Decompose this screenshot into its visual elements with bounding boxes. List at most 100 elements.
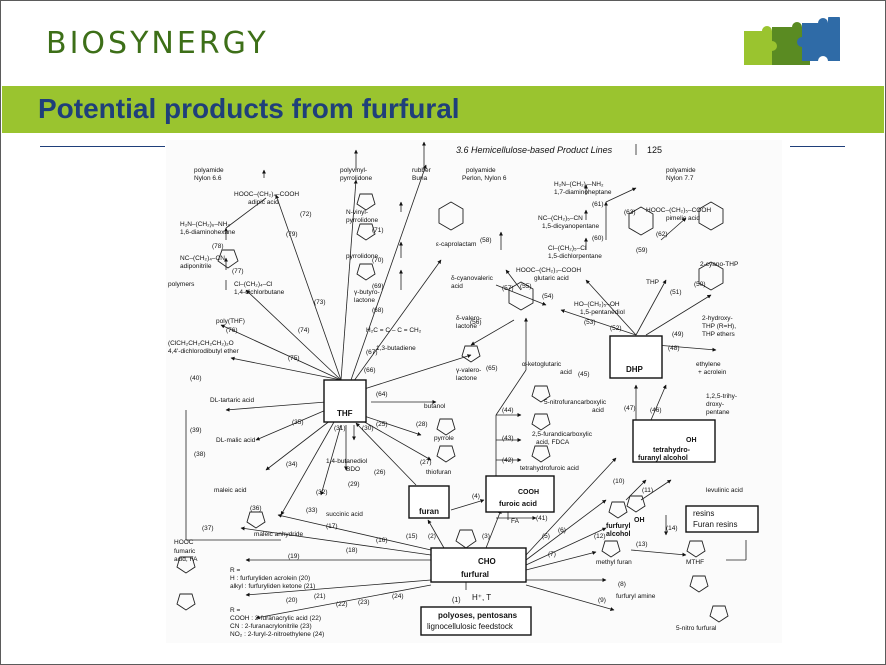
svg-text:(55): (55) [520,283,532,290]
svg-text:acid, FDCA: acid, FDCA [536,439,570,446]
dhp-label: DHP [626,365,644,374]
svg-text:adiponitrile: adiponitrile [180,263,212,270]
svg-text:lactone: lactone [456,375,477,382]
svg-text:CN : 2-furanacrylonitrile (23): CN : 2-furanacrylonitrile (23) [230,623,312,630]
furoic-acid-box [485,475,555,513]
svg-text:levulinic acid: levulinic acid [706,487,743,494]
svg-text:H₂N–(CH₂)₇–NH₂: H₂N–(CH₂)₇–NH₂ [554,181,604,188]
svg-text:pyrrolidone: pyrrolidone [346,253,379,260]
svg-text:δ-valero-: δ-valero- [456,315,482,322]
svg-text:alkyl : furfuryliden ketone (2: alkyl : furfuryliden ketone (21) [230,583,315,590]
feedstock-box [420,606,532,636]
svg-text:HOOC–(CH₂)₃–COOH: HOOC–(CH₂)₃–COOH [516,267,581,274]
resins-box [685,505,759,533]
svg-text:pimelic acid: pimelic acid [666,215,700,222]
thf-label: THF [337,409,353,418]
svg-text:(34): (34) [286,461,298,468]
svg-text:R =: R = [230,607,241,614]
svg-text:(79): (79) [286,231,298,238]
furan-label: furan [419,507,439,516]
svg-text:1,2,5-trihy-: 1,2,5-trihy- [706,393,737,400]
reaction-arrows [185,141,747,620]
svg-text:lactone: lactone [354,297,375,304]
svg-text:acid: acid [560,369,572,376]
svg-text:(9): (9) [598,597,606,604]
svg-text:(17): (17) [326,523,338,530]
svg-text:(23): (23) [358,599,370,606]
svg-text:NC–(CH₂)₅–CN: NC–(CH₂)₅–CN [538,215,583,222]
svg-text:(64): (64) [376,391,388,398]
svg-text:(28): (28) [416,421,428,428]
svg-text:(24): (24) [392,593,404,600]
furfural-label: furfural [461,570,489,579]
svg-text:(43): (43) [502,435,514,442]
slide-title: Potential products from furfural [38,93,460,124]
svg-text:acid: acid [451,283,463,290]
svg-text:maleic acid: maleic acid [214,487,247,494]
furfural-box [430,547,527,583]
svg-text:(54): (54) [542,293,554,300]
svg-text:(20): (20) [286,597,298,604]
svg-text:R =: R = [230,567,241,574]
svg-text:H₂C = C – C = CH₂: H₂C = C – C = CH₂ [366,327,422,334]
svg-text:(48): (48) [668,345,680,352]
svg-text:(76): (76) [226,327,238,334]
puzzle-logo-icon [744,17,840,65]
svg-text:Perlon, Nylon 6: Perlon, Nylon 6 [462,175,507,182]
svg-text:2,5-furandicarboxylic: 2,5-furandicarboxylic [532,431,593,438]
svg-text:1,4-butanediol: 1,4-butanediol [326,458,368,465]
svg-text:2-cyano-THP: 2-cyano-THP [700,261,738,268]
page-header: 3.6 Hemicellulose-based Product Lines [456,145,613,155]
svg-text:(63): (63) [624,209,636,216]
svg-text:acid: acid [592,407,604,414]
furan-box [408,485,450,519]
svg-text:γ-valero-: γ-valero- [456,367,481,374]
svg-text:(33): (33) [306,507,318,514]
svg-text:(38): (38) [194,451,206,458]
title-bar [2,86,884,133]
svg-text:α-ketoglutaric: α-ketoglutaric [522,361,562,368]
conditions-label: H⁺, T [472,593,491,602]
svg-text:methyl furan: methyl furan [596,559,632,566]
svg-text:(68): (68) [372,307,384,314]
resins-label-1: resins [693,509,714,518]
svg-text:(15): (15) [406,533,418,540]
svg-text:(44): (44) [502,407,514,414]
svg-text:(72): (72) [300,211,312,218]
svg-text:(25): (25) [376,421,388,428]
svg-text:acid, FA: acid, FA [174,556,198,563]
svg-text:(40): (40) [190,375,202,382]
svg-text:(37): (37) [202,525,214,532]
feedstock-label-2: lignocellulosic feedstock [427,622,514,631]
svg-text:δ-cyanovaleric: δ-cyanovaleric [451,275,494,282]
svg-text:(13): (13) [636,541,648,548]
svg-text:polyamide: polyamide [466,167,496,174]
resins-label-2: Furan resins [693,520,737,529]
svg-text:(58): (58) [480,237,492,244]
svg-text:NO₂ : 2-furyl-2-nitroethylene: NO₂ : 2-furyl-2-nitroethylene (24) [230,631,324,638]
biosynergy-logo: BIOSYNERGY [46,26,269,61]
thfa-label-2: furanyl alcohol [638,455,688,462]
svg-text:(77): (77) [232,268,244,275]
svg-text:(50): (50) [694,281,706,288]
svg-text:1,3-butadiene: 1,3-butadiene [376,345,416,352]
svg-text:Cl–(CH₂)₅–Cl: Cl–(CH₂)₅–Cl [548,245,587,252]
svg-text:polyamide: polyamide [666,167,696,174]
svg-text:1,5-dicyanopentane: 1,5-dicyanopentane [542,223,599,230]
svg-text:FA: FA [511,518,520,525]
svg-text:THP: THP [646,279,659,286]
furfural-derivatives-diagram: 3.6 Hemicellulose-based Product Lines 12… [166,140,782,643]
page-number: 125 [647,145,662,155]
svg-text:(16): (16) [376,537,388,544]
thf-box [323,379,367,423]
svg-text:(29): (29) [348,481,360,488]
svg-text:rubber: rubber [412,167,432,174]
svg-text:5-nitro furfural: 5-nitro furfural [676,625,717,632]
svg-text:THP (R=H),: THP (R=H), [702,323,736,330]
svg-text:HOOC–(CH₂)₅–COOH: HOOC–(CH₂)₅–COOH [646,207,711,214]
thfa-box [632,419,716,463]
svg-text:(71): (71) [372,227,384,234]
svg-text:polyvinyl-: polyvinyl- [340,167,367,174]
product-labels: polyamide Nylon 6.6 HOOC–(CH₂)₄–COOH adi… [168,167,743,638]
divider-left [40,146,165,147]
